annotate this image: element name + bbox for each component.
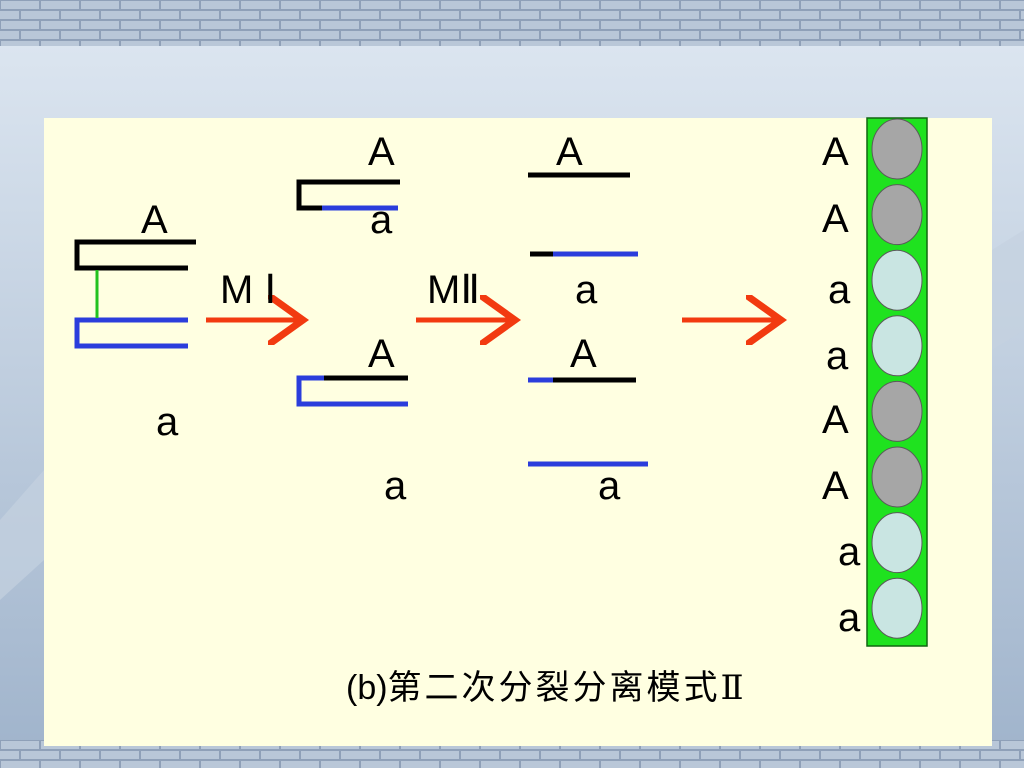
ascospores xyxy=(871,118,923,639)
spore-label-2: A xyxy=(822,197,849,241)
allele-label-mII-1: A xyxy=(556,130,583,174)
initial-A-chromosome xyxy=(74,239,196,271)
mII-chromatids xyxy=(528,172,648,467)
mI-lower-dyad xyxy=(296,375,408,407)
ascospore-6-dominant xyxy=(871,446,923,508)
spore-label-8: a xyxy=(838,596,861,640)
slide-panel xyxy=(44,118,992,746)
allele-label-mII-3: A xyxy=(570,332,597,376)
stage-label-mI: M Ⅰ xyxy=(220,268,277,312)
allele-label-start-bottom: a xyxy=(156,400,179,444)
spore-label-1: A xyxy=(822,130,849,174)
spore-label-5: A xyxy=(822,398,849,442)
mI-upper-dyad xyxy=(296,179,400,211)
figure-caption: (b)第二次分裂分离模式Ⅱ xyxy=(346,668,747,708)
allele-label-mII-2: a xyxy=(575,268,598,312)
ascospore-1-dominant xyxy=(871,118,923,180)
stage-label-mII: MⅡ xyxy=(427,268,481,312)
allele-label-mI-lower-top: A xyxy=(368,332,395,376)
spore-label-7: a xyxy=(838,530,861,574)
allele-label-mII-4: a xyxy=(598,464,621,508)
ascospore-4-recessive xyxy=(871,315,923,377)
initial-bivalent xyxy=(74,239,196,349)
ascospore-3-recessive xyxy=(871,249,923,311)
initial-a-chromosome xyxy=(74,317,188,349)
allele-label-mI-lower-bottom: a xyxy=(384,464,407,508)
spore-label-6: A xyxy=(822,464,849,508)
allele-label-start-top: A xyxy=(141,198,168,242)
allele-label-mI-upper-bottom: a xyxy=(370,198,393,242)
caption-text: 第二次分裂分离模式Ⅱ xyxy=(387,668,747,708)
spore-label-3: a xyxy=(828,268,851,312)
caption-prefix: (b) xyxy=(346,669,388,707)
ascospore-2-dominant xyxy=(871,184,923,246)
brick-border-top xyxy=(0,0,1024,46)
ascospore-7-recessive xyxy=(871,512,923,574)
ascospore-8-recessive xyxy=(871,577,923,639)
ascospore-5-dominant xyxy=(871,380,923,442)
allele-label-mI-upper-top: A xyxy=(368,130,395,174)
spore-label-4: a xyxy=(826,334,849,378)
